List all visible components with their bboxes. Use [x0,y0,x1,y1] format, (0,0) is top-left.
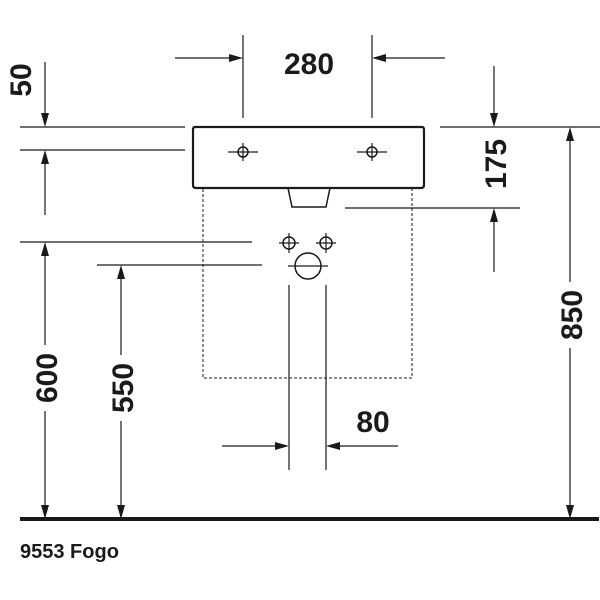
dimension-supply-height: 600 [20,241,252,519]
dimension-outlet-depth: 175 [345,66,600,272]
dimension-label-tap-spacing: 280 [284,48,334,81]
dimension-label-rim-height: 850 [556,290,589,340]
dimension-label-outlet-depth: 175 [480,139,513,189]
supply-connection-right [316,233,336,253]
dimension-label-supply-spacing: 80 [356,406,389,439]
tap-hole-left [228,143,258,161]
dimension-label-waste-height: 550 [107,363,140,413]
dimension-tap-spacing: 280 [175,35,445,118]
dimension-rim-height: 850 [552,127,589,519]
dimension-label-supply-height: 600 [31,353,64,403]
dimension-waste-height: 550 [97,264,262,519]
dimension-label-rim-offset: 50 [5,63,38,96]
waste-connection [288,252,328,280]
tap-hole-right [357,143,387,161]
product-caption: 9553 Fogo [20,541,119,563]
siphon-cover-outline [202,189,413,379]
dimension-rim-offset: 50 [5,62,185,215]
dimension-supply-spacing: 80 [222,406,398,450]
washbasin [191,125,426,208]
supply-connection-left [279,233,299,253]
